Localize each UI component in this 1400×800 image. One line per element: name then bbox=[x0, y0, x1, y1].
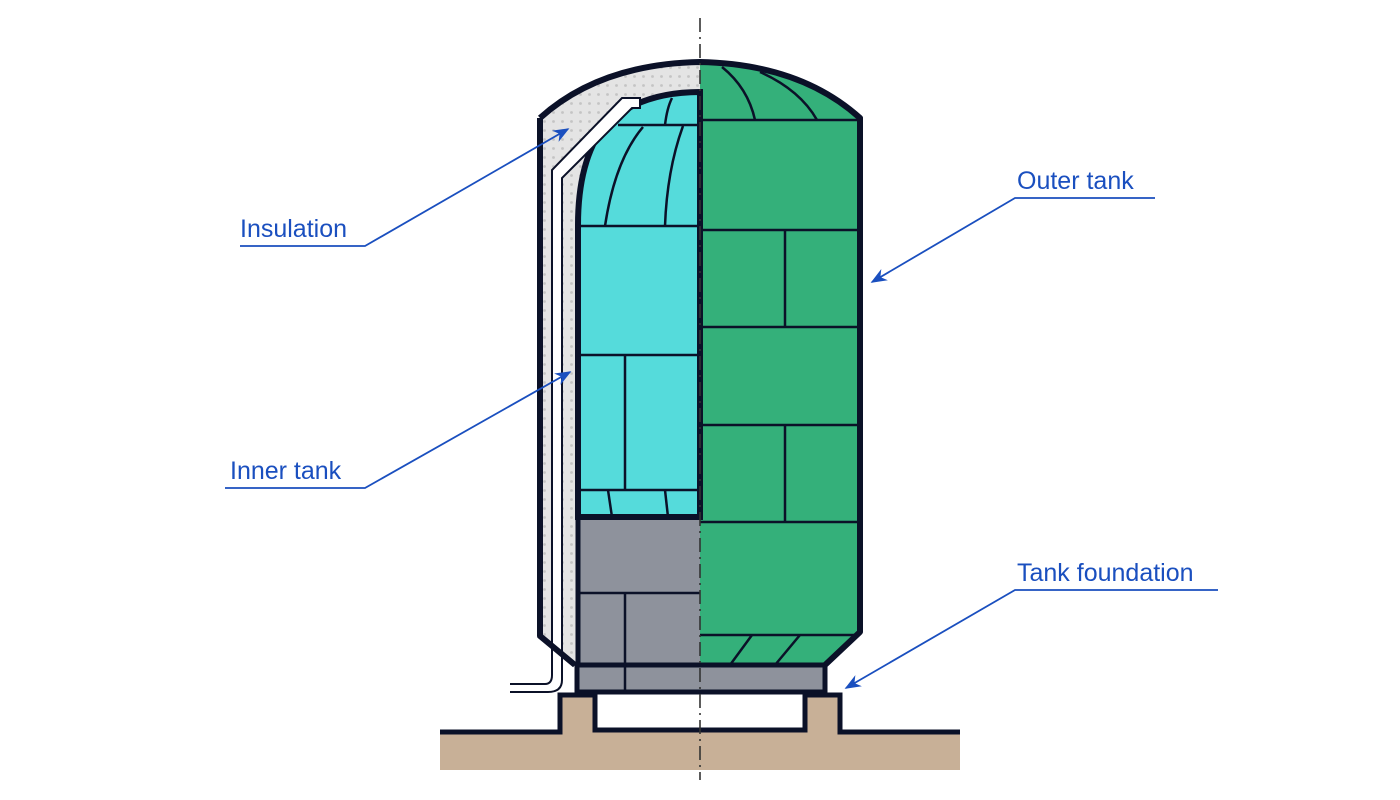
inner-tank-label: Inner tank bbox=[230, 457, 342, 485]
ground bbox=[440, 692, 960, 770]
callout-tank-foundation: Tank foundation bbox=[844, 559, 1218, 689]
pipe bbox=[510, 97, 641, 693]
callout-outer-tank: Outer tank bbox=[870, 167, 1155, 283]
inner-tank bbox=[575, 88, 703, 520]
insulation-label: Insulation bbox=[240, 215, 347, 243]
outer-tank bbox=[700, 62, 860, 666]
tank-foundation-label: Tank foundation bbox=[1017, 559, 1194, 587]
callout-inner-tank: Inner tank bbox=[225, 371, 572, 489]
outer-tank-outline bbox=[537, 59, 863, 668]
tank-foundation bbox=[574, 514, 828, 695]
outer-tank-label: Outer tank bbox=[1017, 167, 1134, 195]
callout-insulation: Insulation bbox=[240, 128, 570, 247]
